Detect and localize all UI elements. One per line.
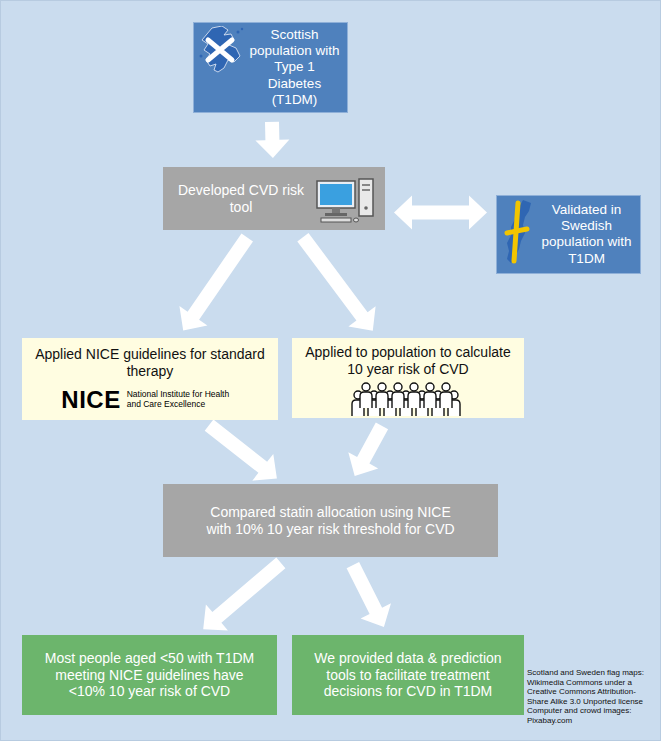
guideline-box: Applied NICE guidelines for standard the… <box>22 338 278 420</box>
risk-calculation-box: Applied to population to calculate 10 ye… <box>292 338 524 418</box>
conclusion-box: We provided data & prediction tools to f… <box>292 635 524 715</box>
node-text: Validated in Swedish population with T1D… <box>539 202 634 267</box>
node-text: National Institute for Health and Care E… <box>127 390 239 410</box>
node-text: Applied to population to calculate 10 ye… <box>302 344 514 378</box>
process-box: Developed CVD risk tool <box>163 167 385 230</box>
node-text: We provided data & prediction tools to f… <box>304 650 512 700</box>
nice-logo: NICE National Institute for Health and Ca… <box>61 388 238 412</box>
comparison-box: Compared statin allocation using NICE wi… <box>163 484 498 557</box>
block-arrow <box>394 196 487 230</box>
node-text: Scottish population with Type 1 Diabetes… <box>248 27 341 108</box>
validation-box: Validated in Swedish population with T1D… <box>496 195 641 274</box>
sweden-map-icon <box>501 199 537 265</box>
block-arrow <box>347 562 391 627</box>
block-arrow <box>179 233 253 330</box>
crowd-icon <box>348 380 468 416</box>
population-box: Scottish population with Type 1 Diabetes… <box>193 22 348 113</box>
conclusion-box: Most people aged <50 with T1DM meeting N… <box>22 635 277 715</box>
credit-note: Scotland and Sweden flag maps: Wikimedia… <box>527 668 655 706</box>
credit-note: Computer and crowd images: Pixabay.com <box>527 706 655 725</box>
block-arrow <box>297 233 375 331</box>
node-text: NICE <box>61 388 120 412</box>
node-text: Applied NICE guidelines for standard the… <box>30 346 270 380</box>
scotland-map-icon <box>198 26 248 78</box>
node-text: Developed CVD risk tool <box>173 182 309 216</box>
block-arrow <box>348 423 388 477</box>
node-text: Most people aged <50 with T1DM meeting N… <box>36 650 263 700</box>
block-arrow <box>255 122 289 158</box>
computer-icon <box>315 175 377 223</box>
image-credits: Scotland and Sweden flag maps: Wikimedia… <box>527 668 655 726</box>
node-text: Compared statin allocation using NICE wi… <box>203 504 458 538</box>
block-arrow <box>205 420 277 481</box>
block-arrow <box>203 558 285 631</box>
